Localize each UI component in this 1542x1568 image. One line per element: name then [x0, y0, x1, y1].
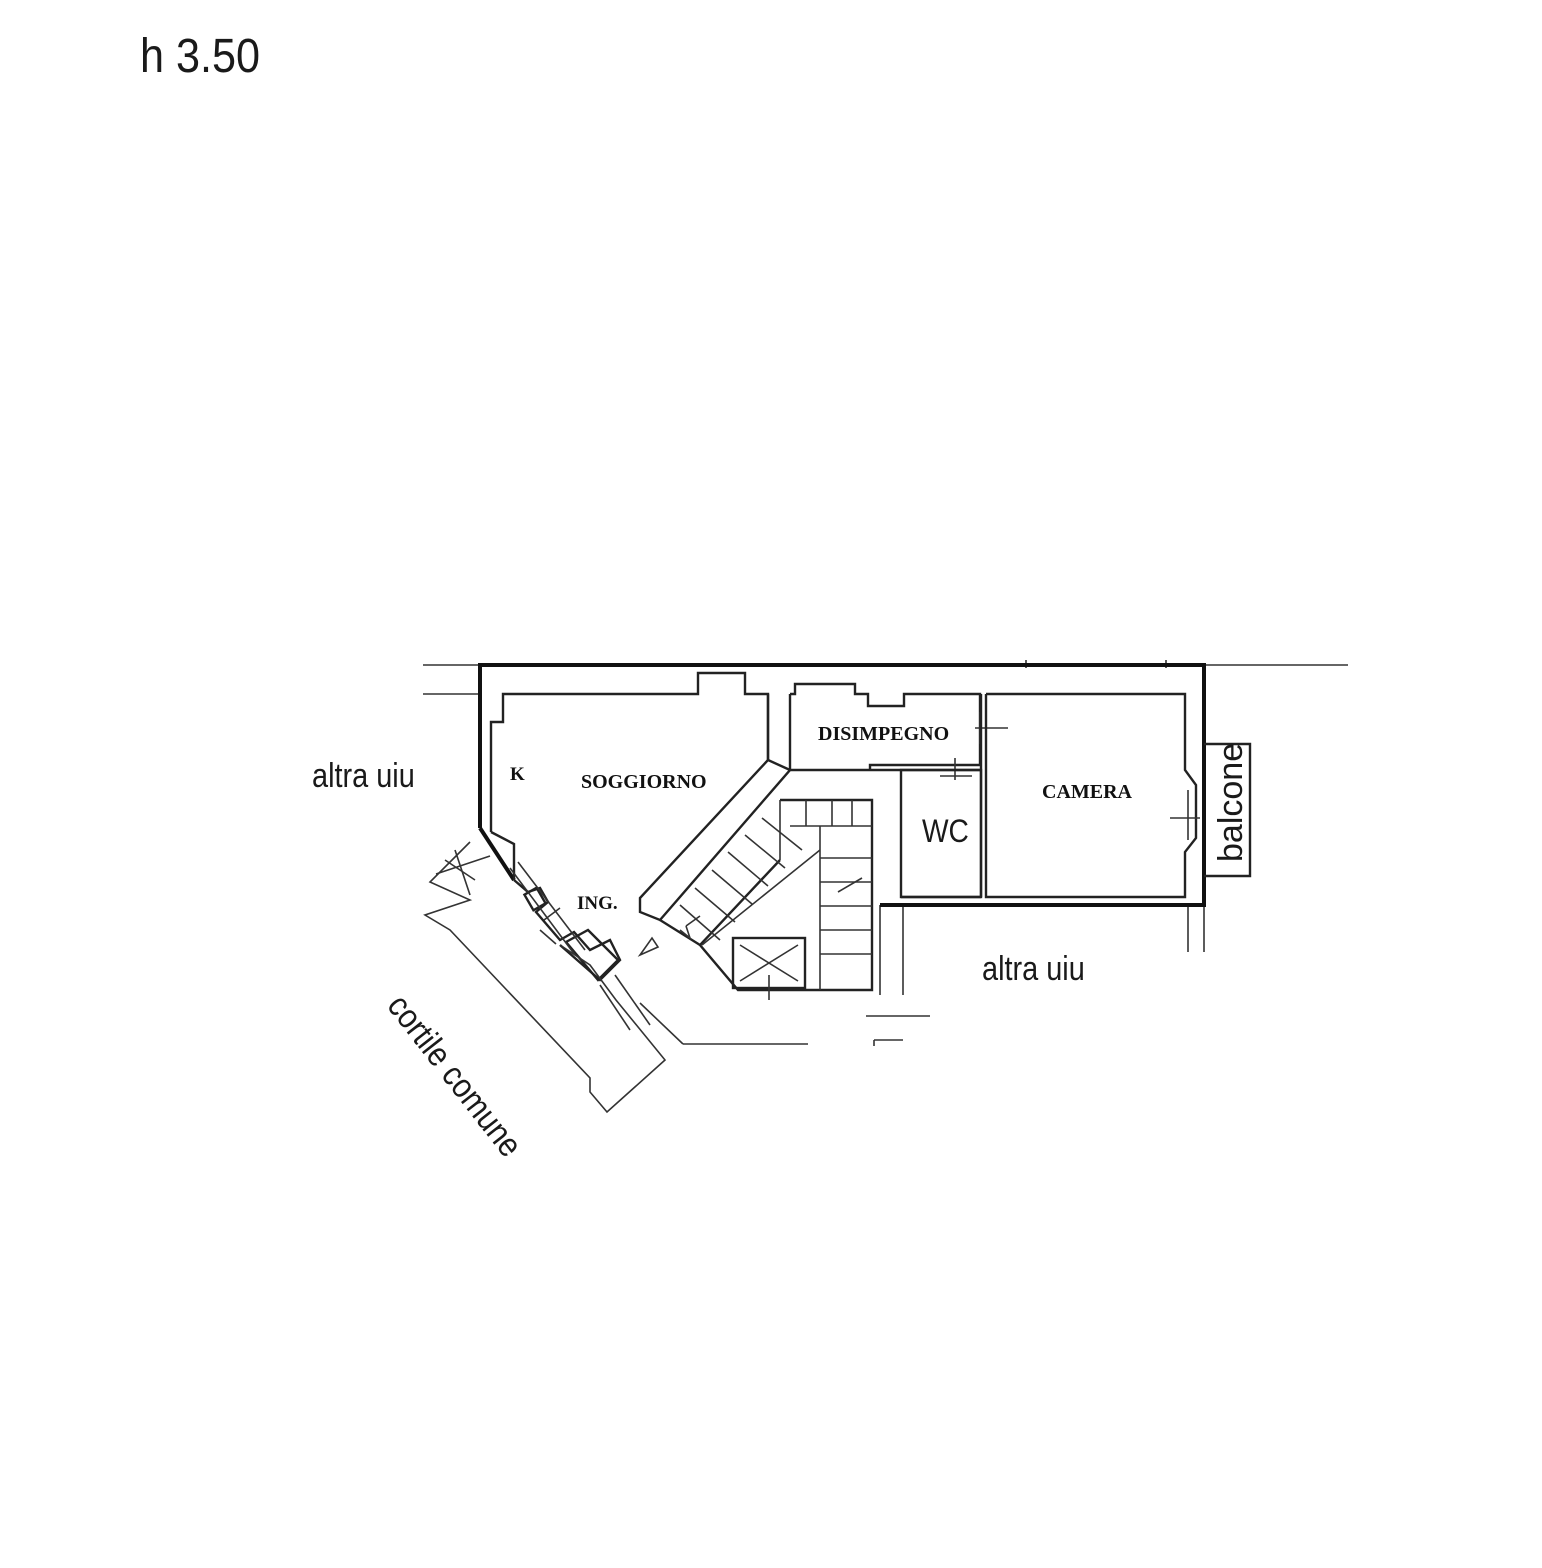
- cortile-comune-label: cortile comune: [380, 987, 530, 1164]
- staircase: [659, 798, 874, 1000]
- camera-walls: [979, 692, 1200, 899]
- balcone: balcone: [1204, 742, 1252, 878]
- height-label: h 3.50: [140, 29, 260, 83]
- balcone-label: balcone: [1212, 743, 1250, 862]
- entrance-door: [509, 861, 660, 982]
- wc-label: WC: [922, 814, 969, 849]
- altra-uiu-left-label: altra uiu: [312, 756, 415, 795]
- soggiorno-walls: [489, 671, 792, 922]
- altra-uiu-bottom-label: altra uiu: [982, 949, 1085, 988]
- courtyard-outline: [423, 841, 684, 1114]
- room-camera-label: CAMERA: [1042, 781, 1133, 803]
- room-disimpegno-label: DISIMPEGNO: [818, 723, 949, 745]
- reference-lines: [423, 660, 1348, 1046]
- outer-wall: [478, 663, 1206, 907]
- room-soggiorno-label: SOGGIORNO: [581, 771, 707, 793]
- room-ing-label: ING.: [577, 893, 618, 914]
- room-k-label: K: [510, 764, 525, 785]
